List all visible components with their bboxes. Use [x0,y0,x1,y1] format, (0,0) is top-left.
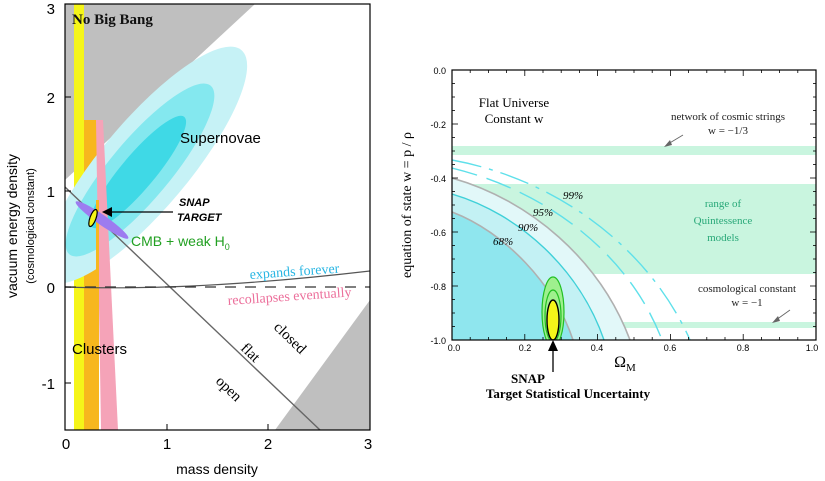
quintessence-label-2: Quintessence [694,215,753,227]
snap-target-ellipse [88,208,98,228]
right-x-axis-label: ΩM [614,354,636,374]
open-label: open [212,373,244,405]
left-ytick-label: 0 [47,280,55,297]
flat-universe-label: Flat Universe [479,95,550,110]
left-xtick-label: 3 [364,436,372,453]
left-ytick-label: 1 [47,184,55,201]
cosmic-strings-label: network of cosmic strings [671,111,785,123]
no-big-bang-label: No Big Bang [72,12,153,28]
cosmic-strings-arrow-head [664,140,672,147]
left-x-ticks [64,424,371,430]
right-ytick-label: -1.0 [430,336,446,346]
left-xtick-label: 1 [163,436,171,453]
right-ytick-label: 0.0 [433,66,446,76]
right-ytick-label: -0.8 [430,282,446,292]
lower-right-gray-region [275,300,370,430]
constant-w-label: Constant w [485,111,544,126]
supernovae-label: Supernovae [180,130,261,147]
right-xtick-label: 0.6 [664,343,677,353]
right-xtick-label: 0.8 [737,343,750,353]
closed-label: closed [270,319,309,357]
contour-90-label: 90% [518,222,538,234]
contour-68-label: 68% [493,236,513,248]
right-ytick-label: -0.6 [430,228,446,238]
left-y-axis-sublabel: (cosmological constant) [25,168,37,284]
left-xtick-label: 2 [264,436,272,453]
snap-arrow-head [102,207,112,217]
left-xtick-label: 0 [62,436,70,453]
contour-95-label: 95% [533,207,553,219]
cmb-band-pink [96,120,118,430]
left-chart: 0 1 2 3 -1 0 1 2 3 mass density vacuum e… [4,1,372,477]
snap-ellipse-inner [546,299,560,340]
left-y-axis-label: vacuum energy density [4,154,20,298]
right-xtick-label: 0.0 [448,343,461,353]
left-ytick-label: 2 [47,90,55,107]
supernovae-ellipse-inner [89,115,187,229]
snap-purple-ellipse [75,201,129,239]
flat-label: flat [237,340,263,366]
cosmological-constant-band [452,322,816,328]
contour-95-line [452,177,631,340]
right-y-ticks [452,69,816,341]
left-ytick-label: 3 [47,1,55,18]
cosmological-constant-label: cosmological constant [698,283,796,295]
right-xtick-label: 0.4 [591,343,604,353]
quintessence-label-1: range of [705,198,742,210]
right-chart: 0.0 0.2 0.4 0.6 0.8 1.0 0.0 -0.2 -0.4 -0… [400,66,818,401]
cmb-band-orange-overlap [96,200,99,430]
snap-target-arrow-head [548,340,558,351]
quintessence-label-3: models [707,232,739,244]
cosmological-constant-w-label: w = −1 [731,297,762,309]
right-xtick-label: 0.2 [519,343,532,353]
right-x-ticks [451,70,817,340]
right-xtick-label: 1.0 [806,343,819,353]
contour-99b-line [452,167,663,340]
snap-uncertainty-sublabel: Target Statistical Uncertainty [486,386,651,401]
cosmic-strings-band [452,146,816,155]
snap-ellipse-mid [544,289,562,340]
cosmological-constant-arrow-head [772,316,780,323]
contour-90-line [452,193,605,340]
cmb-label: CMB + weak H0 [131,233,230,252]
right-ytick-label: -0.2 [430,120,446,130]
cosmic-strings-w-label: w = −1/3 [708,125,748,137]
right-x-axis-subscript: M [626,362,636,374]
snap-target-label: TARGET [177,212,223,224]
contour-68-line [452,211,574,340]
contour-99-label: 99% [563,190,583,202]
right-y-axis-label: equation of state w = p / ρ [400,132,415,278]
left-ytick-label: -1 [42,376,55,393]
expands-forever-label: expands forever [249,262,340,283]
recollapses-label: recollapses eventually [227,285,352,309]
clusters-label: Clusters [72,341,127,358]
snap-label: SNAP [179,197,210,209]
left-y-ticks [65,3,71,384]
cmb-subscript: 0 [225,242,230,252]
left-x-axis-label: mass density [176,461,258,477]
snap-uncertainty-label: SNAP [511,371,545,386]
left-plot-frame [64,3,371,431]
expands-forever-boundary [65,270,370,289]
right-ytick-label: -0.4 [430,174,446,184]
contour-99-line [452,159,691,340]
